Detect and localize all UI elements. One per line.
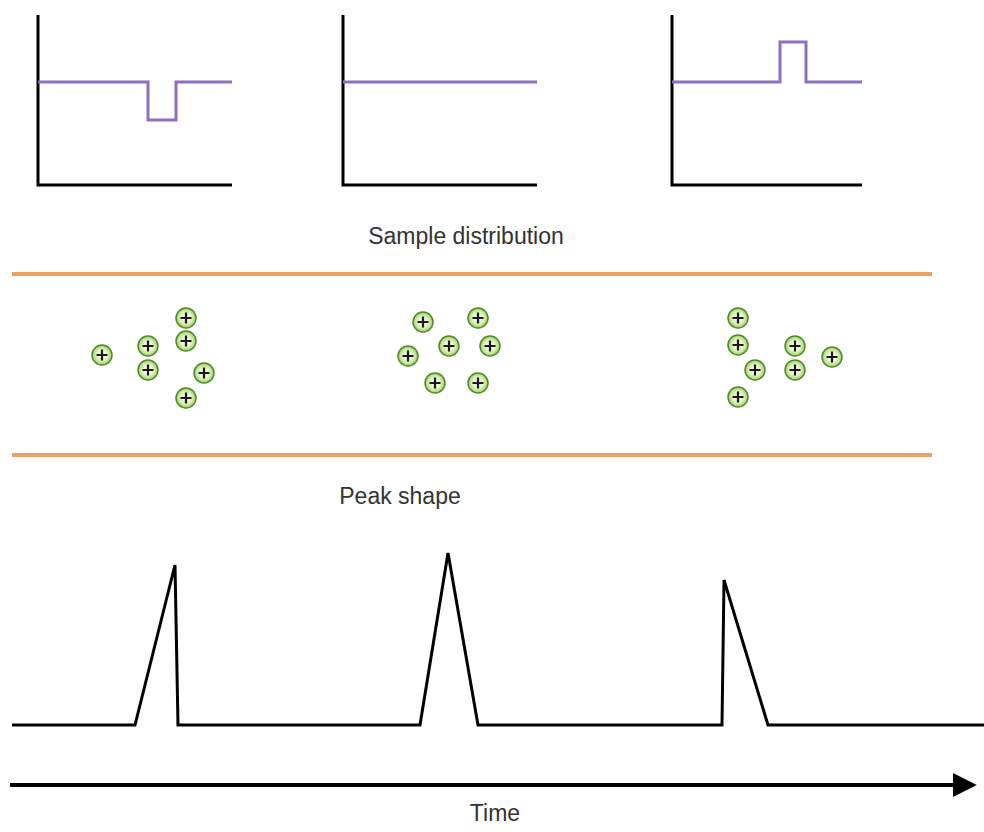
ion-circle (468, 373, 488, 393)
charge-sign (473, 313, 484, 324)
charge-sign (790, 341, 801, 352)
charge-sign (430, 378, 441, 389)
ion-circle (138, 336, 158, 356)
charge-sign (199, 368, 210, 379)
charge-sign (750, 365, 761, 376)
charge-sign (444, 341, 455, 352)
ion (822, 347, 842, 367)
ion-circle (728, 387, 748, 407)
ion (92, 345, 112, 365)
ion (785, 360, 805, 380)
ion-circle (176, 308, 196, 328)
ion (194, 363, 214, 383)
charge-sign (418, 317, 429, 328)
ion-circle (425, 373, 445, 393)
ion-circle (728, 335, 748, 355)
ion (176, 388, 196, 408)
ion-circle (745, 360, 765, 380)
ion (728, 308, 748, 328)
time-arrow (10, 783, 972, 787)
ion-group (92, 308, 842, 408)
charge-sign (827, 352, 838, 363)
ion-circle (439, 336, 459, 356)
ion-circle (785, 336, 805, 356)
ion-circle (138, 360, 158, 380)
charge-sign (790, 365, 801, 376)
charge-sign (733, 313, 744, 324)
charge-sign (181, 336, 192, 347)
axis-label: Time (470, 800, 520, 828)
ion (745, 360, 765, 380)
charge-sign (733, 392, 744, 403)
distribution-profile (38, 42, 862, 120)
ion (413, 312, 433, 332)
charge-sign (403, 351, 414, 362)
charge-sign (97, 350, 108, 361)
ion-circle (398, 346, 418, 366)
ion (728, 387, 748, 407)
ion (176, 331, 196, 351)
charge-sign (485, 341, 496, 352)
ion (785, 336, 805, 356)
charge-sign (143, 341, 154, 352)
charge-sign (181, 313, 192, 324)
ion-circle (480, 336, 500, 356)
charge-sign (143, 365, 154, 376)
section-label: Sample distribution (368, 223, 564, 251)
ion (176, 308, 196, 328)
charge-sign (181, 393, 192, 404)
section-label: Peak shape (339, 483, 460, 511)
ion-circle (92, 345, 112, 365)
ion-circle (176, 331, 196, 351)
ion (468, 373, 488, 393)
ion (468, 308, 488, 328)
ion (439, 336, 459, 356)
plot-axes (38, 15, 862, 185)
channel-wall (12, 274, 932, 455)
ion (138, 336, 158, 356)
ion (425, 373, 445, 393)
peak-trace (12, 553, 984, 725)
ion-circle (728, 308, 748, 328)
ion (398, 346, 418, 366)
ion-circle (468, 308, 488, 328)
ion-circle (176, 388, 196, 408)
ion (728, 335, 748, 355)
charge-sign (733, 340, 744, 351)
ion-circle (413, 312, 433, 332)
ion (480, 336, 500, 356)
charge-sign (473, 378, 484, 389)
ion (138, 360, 158, 380)
ion-circle (194, 363, 214, 383)
ion-circle (822, 347, 842, 367)
ion-circle (785, 360, 805, 380)
